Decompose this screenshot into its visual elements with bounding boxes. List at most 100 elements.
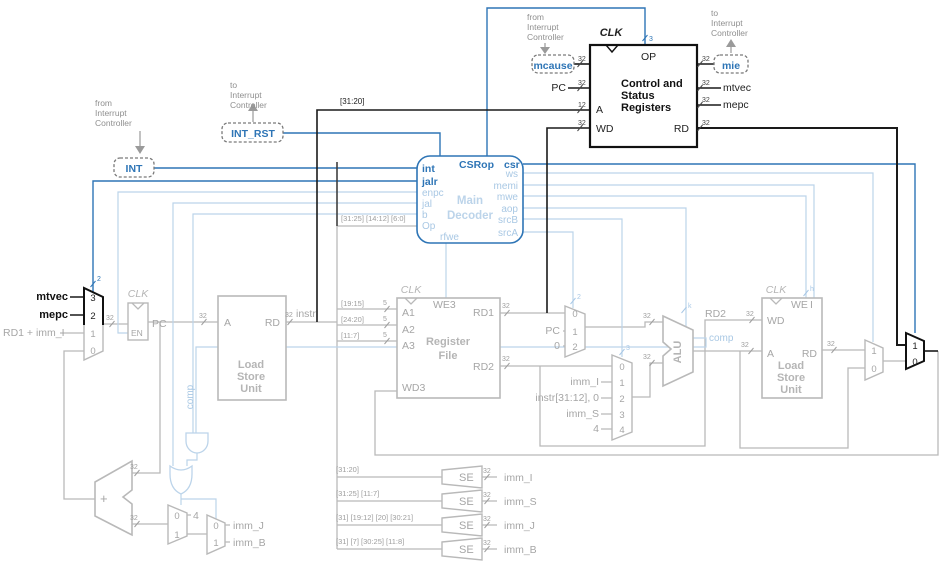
csr-result-mux [905, 331, 925, 371]
wire-enpc [117, 191, 417, 334]
srca-2: 2 [572, 342, 577, 353]
srcb-immi: imm_I [570, 376, 599, 388]
lsu1-title-1: Load [238, 359, 264, 371]
wire-mwe [523, 195, 807, 298]
lsu2-clk: CLK [766, 284, 787, 296]
w5-a1: 5 [383, 300, 387, 307]
int-box [113, 157, 155, 178]
wire-instr3120-to-a [316, 109, 590, 322]
slashes-gray [109, 305, 837, 553]
mie-label: mie [722, 60, 740, 72]
rf-rd2: RD2 [473, 361, 494, 373]
dec-rfwe: rfwe [440, 232, 459, 243]
srcb-3: 3 [619, 410, 624, 421]
mie-box [713, 54, 749, 74]
srca-pc: PC [545, 325, 560, 337]
w-srcb-sel: 3 [626, 345, 630, 352]
to-ic-1-line1: to [230, 80, 237, 90]
wire-alu-loop [739, 351, 865, 449]
w-instr: 32 [285, 312, 293, 319]
jbmux-immj: imm_J [233, 520, 264, 532]
from-ic-2-line2: Interrupt [527, 22, 559, 32]
lsu1-rd: RD [265, 317, 281, 329]
tap-24-20: [24:20] [341, 315, 364, 324]
w-alu-b: 32 [643, 354, 651, 361]
to-ic-2-line1: to [711, 8, 718, 18]
pcreg-en: EN [131, 328, 143, 338]
lsu2-a: A [767, 348, 774, 360]
se-block-1 [441, 465, 483, 489]
alu-shape [662, 314, 694, 388]
srca-0: 0 [572, 309, 577, 320]
dec-ws: ws [505, 169, 518, 180]
wire-memi [523, 184, 815, 298]
comp-label-2: comp [185, 384, 196, 409]
se-4: SE [459, 544, 474, 556]
se-bits-4: [31] [7] [30:25] [11:8] [336, 537, 404, 546]
jbmux-immb: imm_B [233, 537, 266, 549]
wire-srcb-stubs [601, 381, 612, 430]
w-mie: 32 [702, 56, 710, 63]
pcmux-2: 2 [90, 311, 95, 322]
int-rst-arrow-head [248, 103, 258, 111]
main-decoder-block [416, 155, 524, 244]
jbmux-0: 0 [213, 521, 218, 532]
dec-jalr: jalr [421, 176, 438, 188]
w-mwe: h [810, 286, 814, 293]
dec-memi: memi [494, 181, 518, 192]
wire-jalr-sel [92, 180, 417, 292]
wire-csr-rd-to-mux [697, 127, 906, 346]
adder-shape [94, 459, 133, 537]
lsu2-wd: WD [767, 315, 785, 327]
wire-result-bus [374, 351, 939, 456]
w-se-2: 32 [483, 492, 491, 499]
alu-label: ALU [672, 341, 684, 364]
w5-a3: 5 [383, 332, 387, 339]
dec-title-2: Decoder [447, 210, 494, 222]
w-aop: k [688, 303, 692, 310]
jb-mux [206, 513, 226, 556]
w-mtvec: 32 [702, 80, 710, 87]
pcreg-pc: PC [152, 318, 167, 330]
wire-srca-sel [523, 231, 574, 308]
instr-31-20-tap: [31:20] [340, 97, 364, 106]
wire-srcb-sel [523, 218, 623, 357]
w5-a2: 5 [383, 316, 387, 323]
wire-mtvec-mux-stub [70, 296, 84, 316]
wire-rd1-to-csr-wd [546, 127, 590, 313]
mcause-arrow-head [540, 47, 550, 54]
lsu2-rd: RD [802, 348, 818, 360]
diagram-labels: fromInterruptControllertoInterruptContro… [3, 8, 918, 556]
mie-arrow-head [726, 39, 736, 47]
w-pcmux-sel: 2 [97, 276, 101, 283]
se-bits-1: [31:20] [336, 465, 359, 474]
rf-rd1: RD1 [473, 307, 494, 319]
int-arrow-head [135, 146, 145, 154]
w-srca-sel: 2 [577, 294, 581, 301]
dec-csr: csr [504, 159, 520, 171]
se-out-immb: imm_B [504, 544, 537, 556]
dec-mwe: mwe [497, 192, 519, 203]
w-rd2: 32 [502, 356, 510, 363]
w-mcause: 32 [578, 56, 586, 63]
csr-clk-label: CLK [600, 27, 624, 39]
csrmux-0: 0 [912, 357, 917, 368]
lsu1-title-2: Store [237, 371, 265, 383]
w-rd1: 32 [502, 303, 510, 310]
result-mux [864, 338, 884, 382]
w-adder-2: 32 [130, 515, 138, 522]
wire-csrop [486, 7, 646, 156]
csr-mtvec-out: mtvec [723, 82, 751, 94]
w-adder-1: 32 [130, 464, 138, 471]
graymux-0: 0 [871, 364, 876, 375]
w-alu-out: 32 [741, 342, 749, 349]
srcb-1: 1 [619, 378, 624, 389]
rf-clk-triangle [404, 297, 418, 305]
srca-1: 1 [572, 327, 577, 338]
lsu2-clk-triangle [769, 297, 783, 305]
pcmux-mtvec: mtvec [36, 291, 68, 303]
black-wires [70, 63, 938, 352]
pcmux-0: 0 [90, 346, 95, 357]
csr-clk-triangle [605, 44, 619, 54]
